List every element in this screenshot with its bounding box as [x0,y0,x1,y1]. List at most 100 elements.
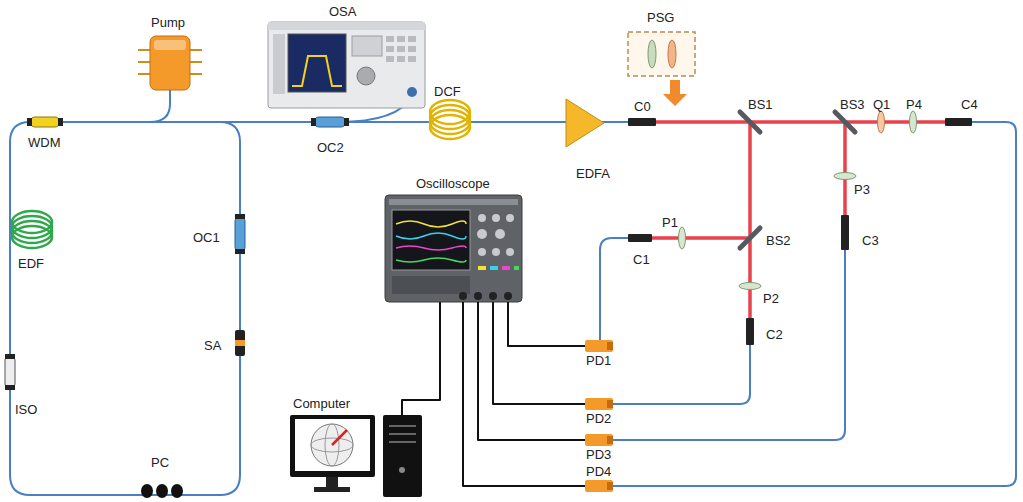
part-label: BS3 [840,97,865,112]
oscilloscope-instrument-part [389,199,518,205]
polarization-controller [141,484,183,498]
isolator [5,354,15,390]
computer-node: Computer [290,415,422,497]
laser-beam-part [656,120,945,124]
osa-instrument-part-part [397,56,405,62]
beam-splitters-part [835,112,855,132]
photodetector-body [585,434,613,446]
photodetector-symbol [585,340,613,352]
cable-line [493,302,585,404]
oscilloscope-instrument-part-part [474,292,482,300]
edf-coil-part [12,226,52,248]
cable-line [508,302,585,346]
computer-illustration-part-part [389,426,416,442]
node-label: PD2 [586,411,611,426]
fiber [10,90,1016,495]
photodetector-symbol [585,434,613,446]
fiber-part [10,122,240,495]
oscilloscope-instrument-part-part [489,292,497,300]
part-label: OC2 [317,140,344,155]
laser-beam-part [652,122,750,238]
edfa-amplifier-part [566,99,604,147]
edfa-amplifier [566,99,604,147]
node-label: PD4 [586,464,611,479]
cable-line [463,302,585,486]
psg-module-part [648,40,656,68]
edf-coil [12,211,52,248]
osa-instrument-part-part [397,46,405,52]
pd-node: PD1 [585,340,613,352]
signal-cable [463,302,585,486]
oscilloscope-instrument-part-part [477,229,487,239]
saturable-absorber [235,330,245,356]
part-label: BS2 [766,233,791,248]
node-label: Oscilloscope [416,176,490,191]
oscilloscope-instrument [385,195,522,302]
oscilloscope-instrument-part [514,266,519,270]
photodetector-body [585,398,613,410]
node-label: PD1 [586,353,611,368]
osa-instrument-part [407,87,417,97]
psg-module [628,32,695,106]
osa-instrument [268,22,425,108]
oscilloscope-instrument-part [396,233,466,239]
coupler-oc2 [311,117,349,127]
cable-line [402,302,440,415]
computer-illustration-part [326,477,338,487]
part-label: C2 [766,327,783,342]
pd-node: PD2 [585,398,613,410]
polarization-controller-part [156,484,168,498]
osa-instrument-part-part [386,56,394,62]
part-label: OSA [329,4,356,19]
oscilloscope-instrument-part-part [490,266,498,270]
part-label: EDF [18,256,44,271]
computer-illustration-part [311,424,353,466]
dcf-coil-part [430,110,470,134]
oscilloscope-instrument-part [392,276,470,294]
photodetector-port [607,436,613,444]
osa-instrument-part-part [408,36,416,42]
coupler-oc2-part [314,117,346,127]
part-label: EDFA [576,166,610,181]
psg-module-part [628,32,695,76]
photodetector-port [607,482,613,490]
photodetector-port [607,342,613,350]
oscilloscope-instrument-part-part [459,292,467,300]
part-label: C1 [633,252,650,267]
osa-instrument-part [386,36,416,62]
wave-plates-polarizers-part [739,283,761,290]
photodetector-body [585,340,613,352]
osa-instrument-part [292,56,342,86]
wdm-coupler-part [58,118,63,126]
collimators [628,118,972,345]
collimators-part [628,234,652,242]
osa-instrument-part [352,36,382,56]
fiber-part [470,121,566,123]
part-label: BS1 [748,97,773,112]
node-label: PD3 [586,447,611,462]
oscilloscope-instrument-part-part [495,229,505,239]
part-label: P4 [906,97,922,112]
oscilloscope-instrument-part [478,266,486,270]
part-label: P1 [662,215,678,230]
wave-plates-polarizers-part [679,227,686,249]
computer-illustration-part [399,467,405,473]
coupler-oc1 [235,214,245,254]
part-label: P2 [763,291,779,306]
saturable-absorber-part [235,340,245,346]
oscilloscope-instrument-part [396,221,466,227]
fiber-part [613,122,1016,486]
dcf-coil-part [430,115,470,139]
psg-module-part [668,40,676,68]
signal-cable [402,302,440,415]
fiber-part [613,250,845,440]
cable-line [478,302,585,440]
part-label: P3 [854,182,870,197]
coupler-oc1-part [235,216,245,252]
coupler-oc1-part [235,249,245,254]
oscilloscope-node: Oscilloscope [385,195,522,302]
isolator-part [5,354,15,359]
coupler-oc2-part [311,118,316,126]
